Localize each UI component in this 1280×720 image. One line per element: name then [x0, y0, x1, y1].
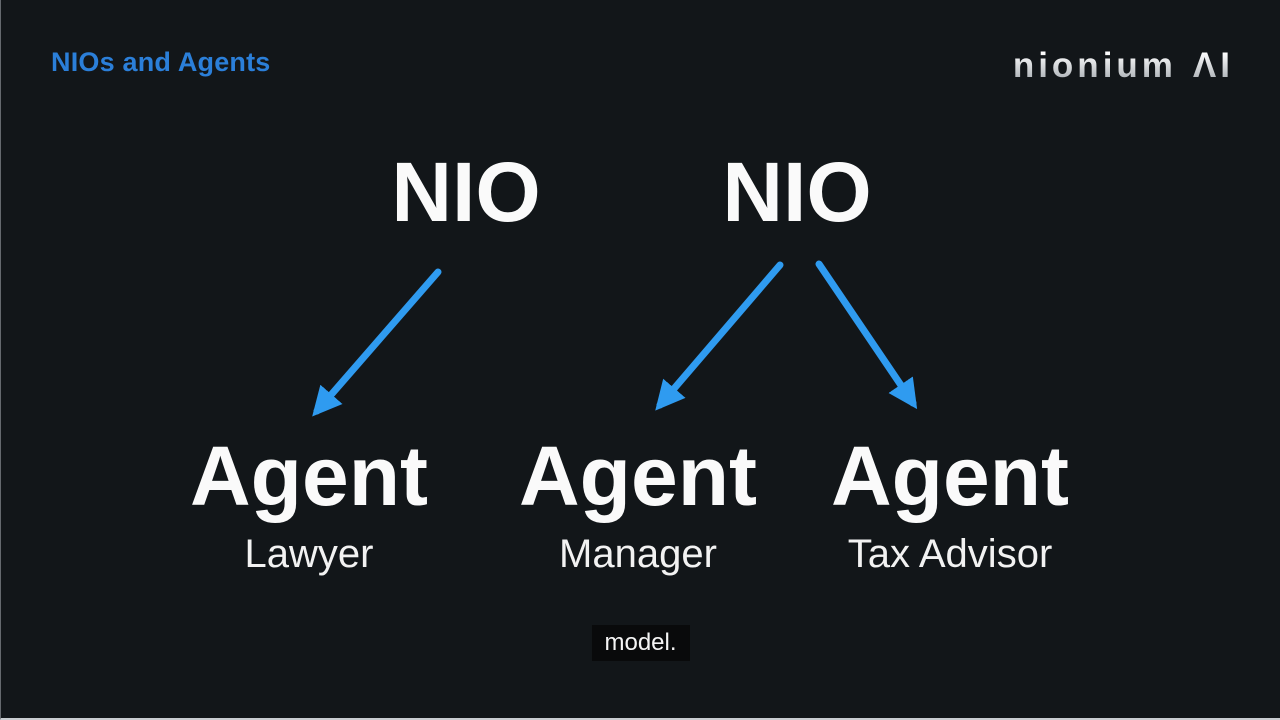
agent-role-tax-advisor: Tax Advisor	[847, 532, 1053, 576]
arrow-nio2-to-manager	[655, 261, 784, 411]
arrow-nio2-to-tax-advisor	[815, 260, 918, 410]
agent-role-manager: Manager	[559, 532, 717, 576]
node-agent-manager: Agent Manager	[519, 434, 757, 577]
arrow-nio1-to-lawyer	[312, 268, 442, 417]
slide-title: NIOs and Agents	[51, 47, 271, 77]
node-agent-tax-advisor: Agent Tax Advisor	[831, 434, 1069, 577]
node-agent-lawyer: Agent Lawyer	[190, 434, 428, 577]
subtitle-caption: model.	[591, 625, 690, 662]
agent-label: Agent	[519, 429, 757, 523]
agent-label: Agent	[831, 429, 1069, 523]
agent-label: Agent	[190, 429, 428, 523]
node-nio-1: NIO	[391, 145, 541, 239]
node-nio-2: NIO	[722, 145, 872, 239]
agent-role-lawyer: Lawyer	[244, 532, 374, 576]
